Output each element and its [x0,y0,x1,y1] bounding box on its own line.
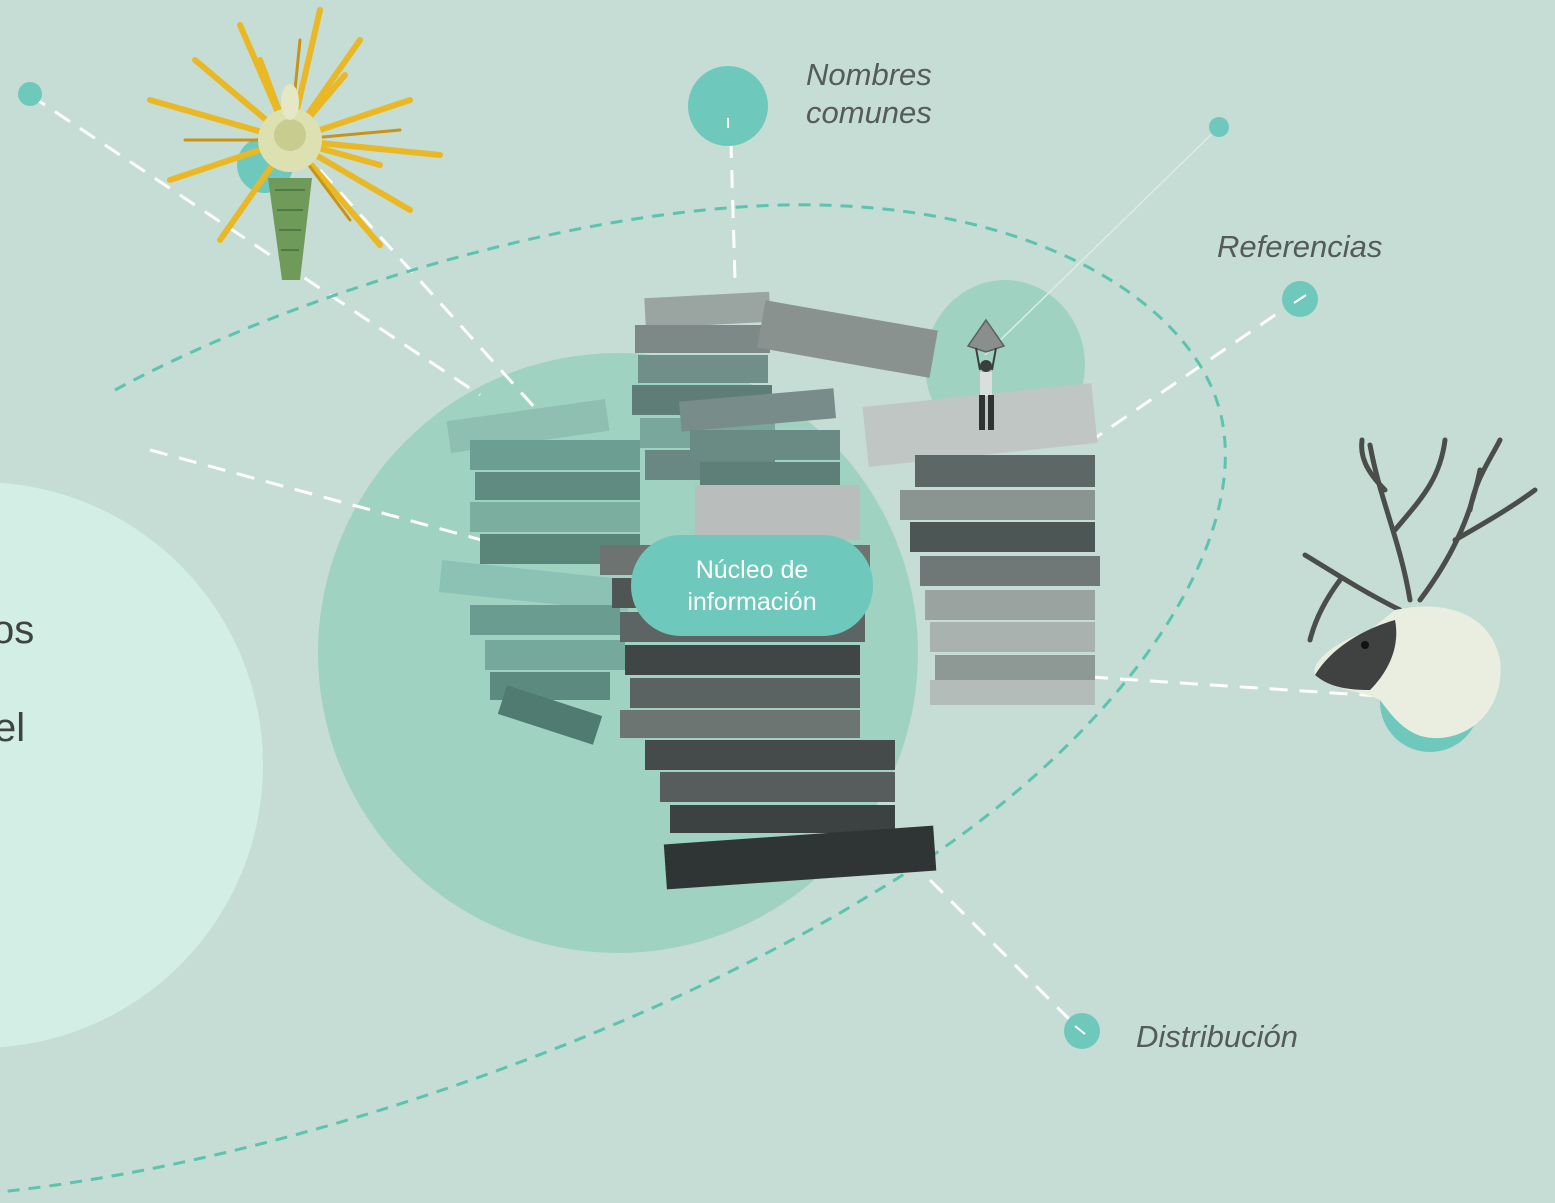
connector-top-left [29,93,481,397]
label-nombres-line-2: comunes [806,95,932,130]
connector-deer [1089,675,1396,699]
node-nombres [688,66,768,146]
node-top-left [18,82,42,106]
connector-left [149,448,501,547]
core-info-node[interactable]: Núcleo de información [631,535,873,636]
core-label-line-1: Núcleo de [695,555,809,584]
flower-illustration [147,7,443,280]
orbit-path [0,203,1227,1194]
label-nombres-comunes: Nombres comunes [806,56,932,132]
node-tick [1074,1025,1086,1035]
node-tick [1293,294,1307,304]
left-large-circle [0,482,263,1048]
node-top-right [1209,117,1229,137]
cropped-text-line-1: os [0,608,35,652]
core-label-line-2: información [687,587,817,616]
label-referencias: Referencias [1217,229,1383,264]
connector-referencias [1094,296,1301,440]
connector-distribucion [928,878,1082,1032]
connector-thin [984,126,1220,356]
label-nombres-line-1: Nombres [806,57,932,92]
kite-figure [966,318,1006,430]
books-stack [438,291,1100,890]
cropped-text-line-2: el [0,706,26,750]
label-distribucion: Distribución [1136,1019,1298,1054]
caribou-illustration [1302,437,1538,739]
